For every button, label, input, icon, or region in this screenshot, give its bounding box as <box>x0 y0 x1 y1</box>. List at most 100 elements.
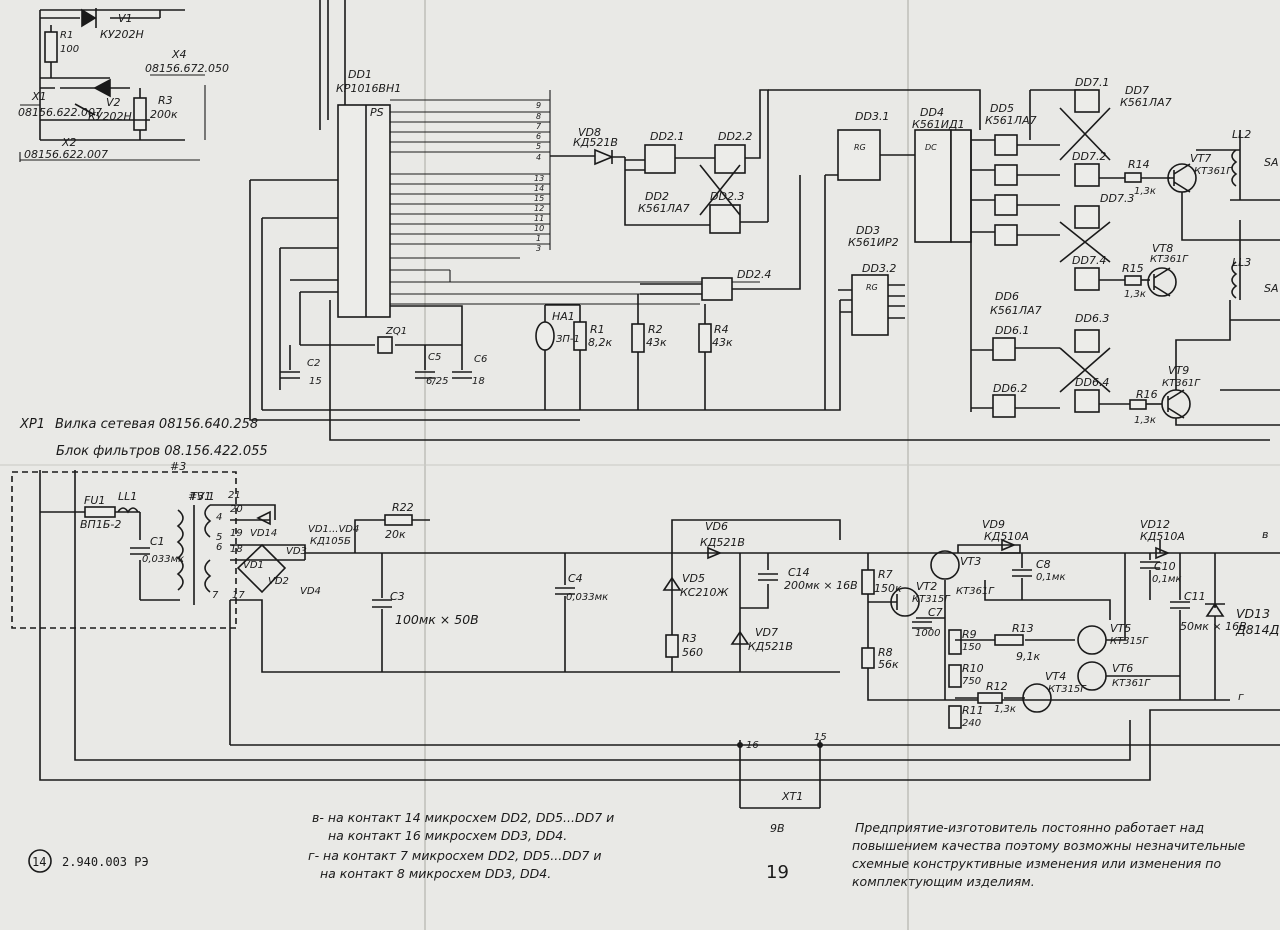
r9-label: R9 <box>962 628 977 641</box>
dd1-mark: PS <box>370 106 384 119</box>
c2-label: C2 <box>307 358 320 369</box>
xt1-label: XT1 <box>781 790 803 803</box>
dd4-label: DD4 <box>920 106 944 119</box>
vt9-label: VT9 <box>1168 364 1189 377</box>
power-regulator: VD6 КД521В VD5 КС210Ж R3 560 C14 200мк ×… <box>662 518 1280 729</box>
vd1-4-type: КД105Б <box>310 536 351 547</box>
c8-label: C8 <box>1036 558 1051 571</box>
dd5-type: К561ЛА7 <box>985 114 1037 127</box>
vd3-label: VD3 <box>286 546 307 557</box>
dd6-label: DD6 <box>995 290 1019 303</box>
top-left-thyristor-block: V1 КУ202Н R1 100 X4 08156.672.050 V2 КУ2… <box>18 8 229 162</box>
c8-value: 0,1мк <box>1036 572 1066 583</box>
dd2-gates: VD8 КД521В DD2.1 DD2.2 DD2.3 DD2 К561ЛА7… <box>550 89 801 301</box>
svg-text:18: 18 <box>230 544 243 555</box>
c11-value: 50мк × 16В <box>1180 620 1247 633</box>
dd62-label: DD6.2 <box>993 382 1027 395</box>
dd71-label: DD7.1 <box>1075 76 1109 89</box>
r10-value: 750 <box>962 676 981 687</box>
svg-text:10: 10 <box>534 224 544 233</box>
vd1-4-label: VD1...VD4 <box>308 524 359 535</box>
dd31-label: DD3.1 <box>855 110 889 123</box>
dd4-type: К561ИД1 <box>912 118 965 131</box>
doc-code: 2.940.003 РЭ <box>62 855 149 869</box>
r15-value: 1,3к <box>1124 289 1146 300</box>
dd74-label: DD7.4 <box>1072 254 1106 267</box>
dd3-type: К561ИР2 <box>848 236 899 249</box>
vt4-type: КТ315Г <box>1048 684 1087 695</box>
dd32-label: DD3.2 <box>862 262 896 275</box>
v2-type: КУ202Н <box>88 110 132 123</box>
dd6-type: К561ЛА7 <box>990 304 1042 317</box>
vt8-label: VT8 <box>1152 242 1173 255</box>
disclaimer-line-2: повышением качества поэтому возможны нез… <box>852 838 1246 853</box>
sa-label-2: SA <box>1264 282 1279 295</box>
fu1-label: FU1 <box>84 494 105 507</box>
r2-label: R2 <box>648 323 663 336</box>
disclaimer-line-3: схемные конструктивные изменения или изм… <box>852 856 1221 871</box>
vd12-type: КД510А <box>1140 530 1185 543</box>
x1-label: X1 <box>31 90 47 103</box>
c6-label: C6 <box>474 354 487 365</box>
r11-label: R11 <box>962 704 984 717</box>
x2-label: X2 <box>61 136 77 149</box>
c10-value: 0,1мк <box>1152 574 1182 585</box>
svg-text:3: 3 <box>536 244 541 253</box>
dd64-label: DD6.4 <box>1075 376 1109 389</box>
svg-text:4: 4 <box>216 512 222 523</box>
disclaimer-line-4: комплектующим изделиям. <box>852 874 1035 889</box>
doc-index: 14 <box>32 855 46 869</box>
dd24-label: DD2.4 <box>737 268 771 281</box>
svg-text:6: 6 <box>216 542 222 553</box>
vt2-label: VT2 <box>916 580 937 593</box>
r13-label: R13 <box>1012 622 1034 635</box>
dd73-label: DD7.3 <box>1100 192 1134 205</box>
svg-text:21: 21 <box>228 490 241 501</box>
svg-text:DC: DC <box>925 143 937 152</box>
vd6-type: КД521В <box>700 536 745 549</box>
svg-text:17: 17 <box>232 590 245 601</box>
r14-label: R14 <box>1128 158 1150 171</box>
v2-label: V2 <box>106 96 121 109</box>
ll3-label: LL3 <box>1232 256 1251 269</box>
xt1-voltage: 9В <box>770 822 785 835</box>
vd7-type: КД521В <box>748 640 793 653</box>
dd21-label: DD2.1 <box>650 130 684 143</box>
r9-value: 150 <box>962 642 981 653</box>
r13-value: 9,1к <box>1016 650 1040 663</box>
net-g: г <box>1238 690 1244 703</box>
v1-label: V1 <box>118 12 133 25</box>
svg-text:RG: RG <box>854 143 866 152</box>
svg-text:11: 11 <box>534 214 544 223</box>
page-number: 19 <box>766 862 789 883</box>
net-b: в <box>1262 528 1268 541</box>
dd7-label: DD7 <box>1125 84 1149 97</box>
dd3-dd4-block: RG DD3.1 DC DD4 К561ИД1 DD3 К561ИР2 RG D… <box>768 89 981 410</box>
dd63-label: DD6.3 <box>1075 312 1109 325</box>
x2-code: 08156.622.007 <box>24 148 108 161</box>
svg-text:13: 13 <box>534 174 544 183</box>
dd5-label: DD5 <box>990 102 1014 115</box>
c2-value: 15 <box>309 376 322 387</box>
r1-top-label: R1 <box>60 30 73 41</box>
note-line-3: г- на контакт 7 микросхем DD2, DD5...DD7… <box>308 848 602 863</box>
net-star31: #3.1 <box>188 490 215 503</box>
c1-value: 0,033мк <box>142 554 184 565</box>
c11-label: C11 <box>1184 590 1206 603</box>
c10-label: C10 <box>1154 560 1176 573</box>
r7-value: 150к <box>874 582 902 595</box>
dd61-label: DD6.1 <box>995 324 1029 337</box>
c5-value: 6/25 <box>426 376 448 387</box>
note-line-2: на контакт 16 микросхем DD3, DD4. <box>328 828 567 843</box>
r1-top-value: 100 <box>60 44 79 55</box>
svg-text:9: 9 <box>536 101 541 110</box>
c1-label: C1 <box>150 535 165 548</box>
r10-label: R10 <box>962 662 984 675</box>
vt9-type: КТ361Г <box>1162 378 1201 389</box>
document-stamp: 14 2.940.003 РЭ <box>28 849 149 873</box>
vd13-type: Д814Д <box>1235 622 1280 637</box>
svg-text:1: 1 <box>536 234 541 243</box>
dd3-label: DD3 <box>856 224 880 237</box>
